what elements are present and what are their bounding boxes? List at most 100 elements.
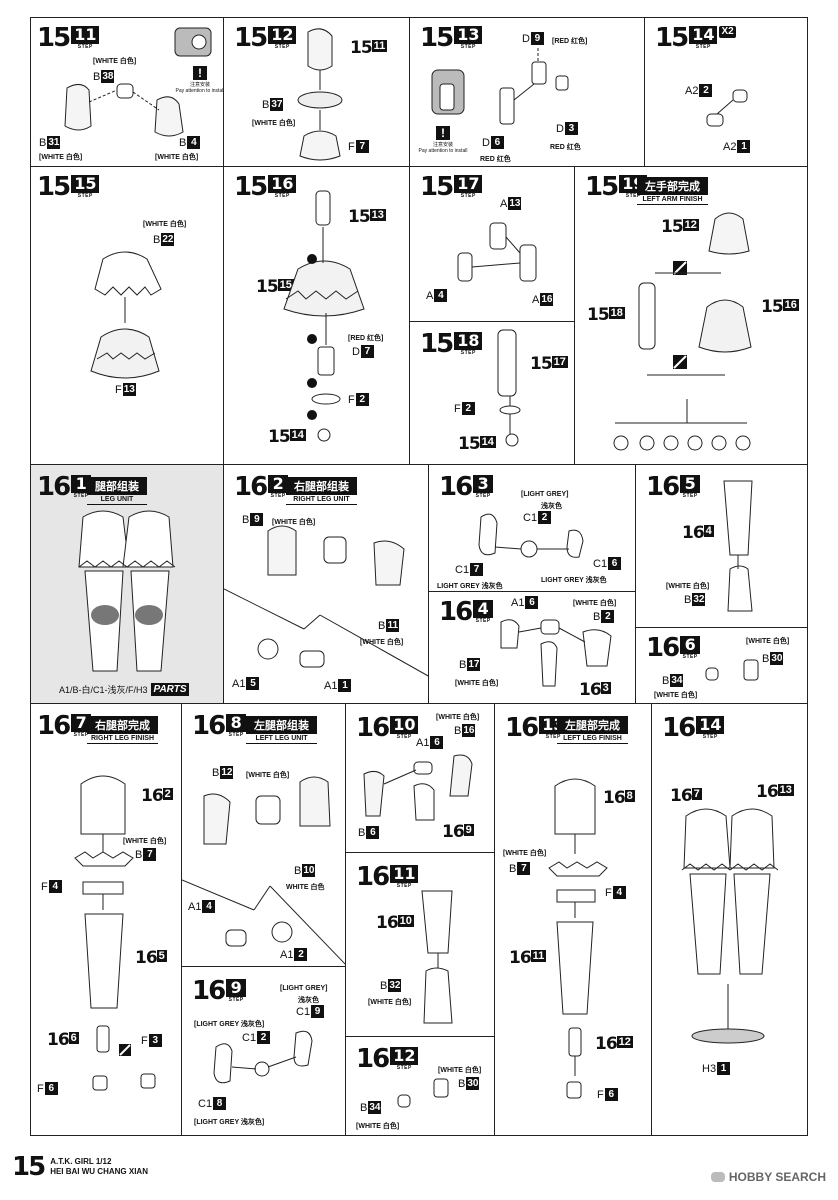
color-label: 浅灰色 <box>298 997 319 1004</box>
color-label: [RED 红色] <box>348 335 384 342</box>
color-label: [WHITE 白色] <box>654 692 698 699</box>
color-label: [WHITE 白色] <box>746 638 790 645</box>
color-label: [WHITE 白色] <box>666 583 710 590</box>
part-illustration <box>421 890 453 1024</box>
color-label: [LIGHT GREY 浅灰色] <box>194 1021 265 1028</box>
color-label: [WHITE 白色] <box>272 519 316 526</box>
attention-note: !注意安装 Pay attention to install <box>418 126 468 154</box>
color-label: [WHITE 白色] <box>436 714 480 721</box>
leg-illustration <box>681 808 779 1044</box>
product-subtitle: HEI BAI WU CHANG XIAN <box>50 1167 148 1176</box>
page-number: 15 <box>12 1152 46 1182</box>
color-label: [LIGHT GREY] <box>521 491 569 498</box>
part-illustration <box>478 513 584 558</box>
color-label: [WHITE 白色] <box>360 639 404 646</box>
color-label: [WHITE 白色] <box>155 154 199 161</box>
part-illustration <box>397 1078 449 1108</box>
part-illustration <box>613 212 752 451</box>
color-label: [WHITE 白色] <box>252 120 296 127</box>
warning-icon: ! <box>193 66 207 80</box>
color-label: [WHITE 白色] <box>39 154 83 161</box>
color-label: WHITE 白色 <box>286 884 325 891</box>
part-illustration <box>297 28 343 161</box>
color-label: [RED 红色] <box>552 38 588 45</box>
color-label: [WHITE 白色] <box>455 680 499 687</box>
color-label: [WHITE 白色] <box>93 58 137 65</box>
color-label: LIGHT GREY 浅灰色 <box>437 583 503 590</box>
color-label: RED 红色 <box>480 156 511 163</box>
color-label: [WHITE 白色] <box>123 838 167 845</box>
hobbysearch-logo-icon <box>710 1172 725 1182</box>
watermark: HOBBY SEARCH <box>710 1170 826 1184</box>
color-label: LIGHT GREY 浅灰色 <box>541 577 607 584</box>
